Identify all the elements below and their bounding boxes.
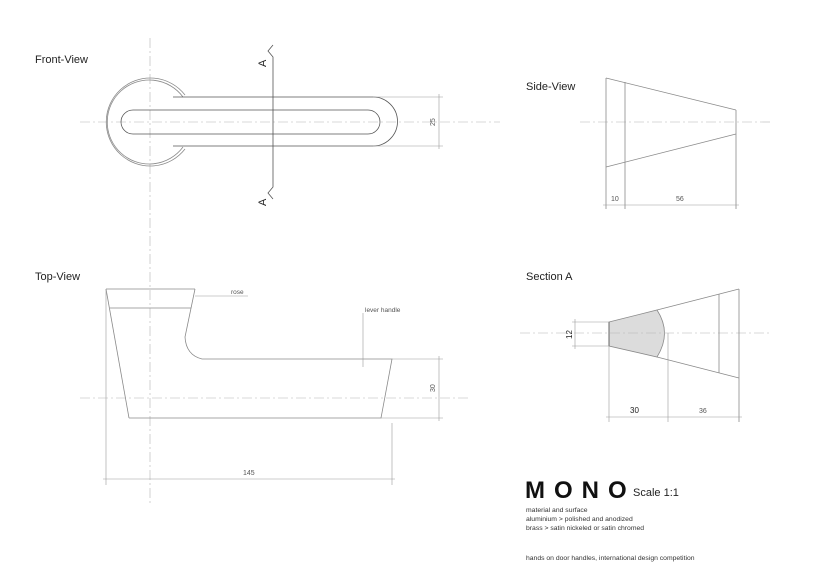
side-dim-b: 56 [676,196,684,203]
side-dim-a: 10 [611,196,619,203]
section-mark-bottom: A [257,198,269,206]
front-view-title: Front-View [35,54,88,66]
front-dim-height: 25 [430,118,437,126]
side-view-title: Side-View [526,81,575,93]
material-heading: material and surface [526,507,588,514]
rose-outer [105,77,186,167]
section-a-view: Section A 12 30 36 [520,271,770,422]
section-dim-b: 36 [699,408,707,415]
top-dim-height: 30 [430,384,437,392]
top-dim-length: 145 [243,470,255,477]
material-aluminium: aluminium > polished and anodized [526,516,633,523]
section-fill [608,309,665,358]
product-name: MONO [525,477,636,504]
lever-profile [129,288,393,419]
top-view: Top-View rose lever handle 30 145 [35,271,470,485]
front-view: Front-View A A 25 [35,38,500,505]
top-view-title: Top-View [35,271,80,283]
label-rose: rose [231,289,244,296]
section-line-a [267,44,274,200]
lever-slot [120,109,381,135]
material-brass: brass > satin nickeled or satin chromed [526,525,644,532]
section-dim-a: 30 [630,406,639,415]
lever-outline [173,96,398,147]
side-view: Side-View 10 56 [526,77,770,209]
scale-label: Scale 1:1 [633,487,679,499]
footer-text: hands on door handles, international des… [526,555,695,562]
section-mark-top: A [257,59,269,67]
section-a-title: Section A [526,271,573,283]
title-block: MONO Scale 1:1 material and surface alum… [525,477,695,562]
section-dim-height: 12 [565,330,574,339]
rose-inner [106,79,184,165]
label-lever-handle: lever handle [365,307,401,314]
